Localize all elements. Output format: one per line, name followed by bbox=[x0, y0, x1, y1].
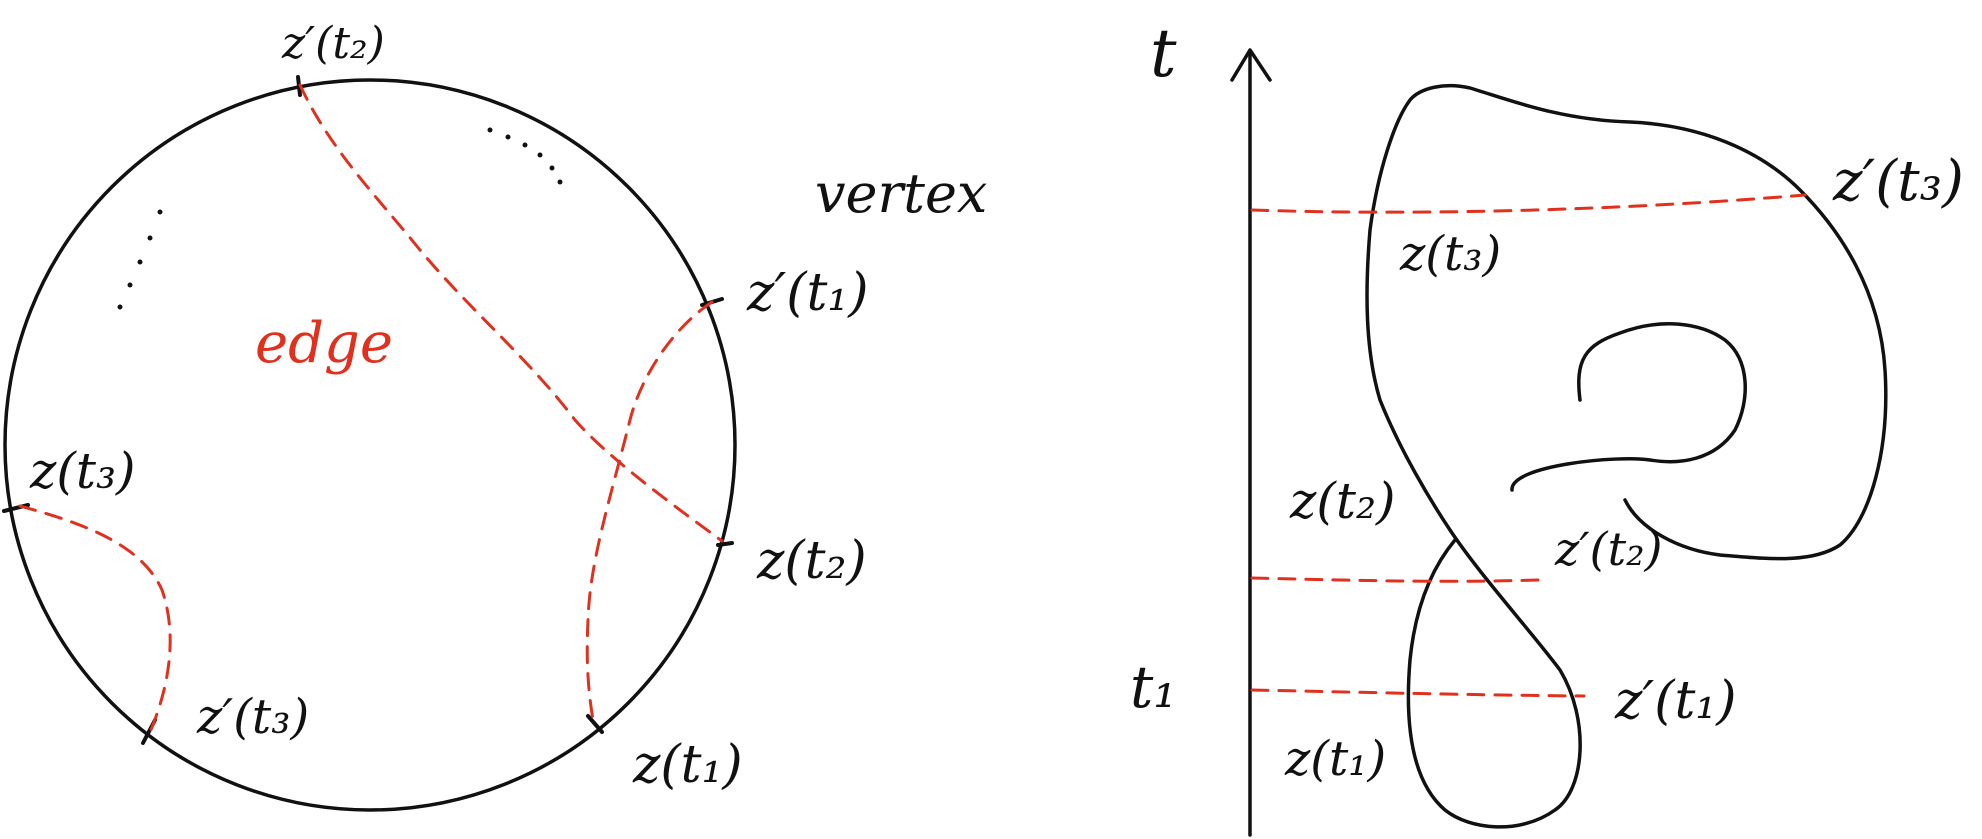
label-z-prime-t1: z′(t₁) bbox=[746, 263, 869, 323]
edge-chord-t1 bbox=[585, 300, 714, 722]
label-r-z-t1: z(t₁) bbox=[1284, 731, 1386, 787]
vertex-label: vertex bbox=[815, 162, 987, 225]
label-z-t2: z(t₂) bbox=[756, 531, 867, 591]
time-axis-arrowhead bbox=[1230, 48, 1272, 82]
disk-boundary bbox=[3, 78, 737, 812]
curve-inner-spiral bbox=[1510, 322, 1747, 492]
edge-label: edge bbox=[255, 311, 393, 376]
ellipsis-dots-left bbox=[117, 209, 163, 310]
edge-chord-t2 bbox=[298, 83, 724, 543]
label-z-t3: z(t₃) bbox=[29, 442, 136, 500]
label-r-z-t3: z(t₃) bbox=[1399, 226, 1501, 282]
label-r-z-t2: z(t₂) bbox=[1289, 472, 1396, 530]
label-z-prime-t3: z′(t₃) bbox=[196, 689, 309, 745]
tick-z-t2 bbox=[716, 541, 734, 547]
axis-label-t1: t₁ bbox=[1130, 653, 1177, 721]
label-r-z-prime-t2: z′(t₂) bbox=[1554, 522, 1663, 576]
curve-upper-loop bbox=[1365, 83, 1888, 561]
ellipsis-dots-top bbox=[487, 127, 563, 185]
tick-z-t1 bbox=[586, 714, 604, 734]
edge-chord-t3 bbox=[18, 504, 172, 734]
slice-t2 bbox=[1250, 576, 1540, 583]
curve-lower-stem bbox=[1406, 528, 1582, 829]
label-r-z-prime-t1: z′(t₁) bbox=[1614, 671, 1737, 731]
right-diagram: t t₁ z′(t₃) z(t₃) z(t₂) z′(t₂) z′(t₁) z(… bbox=[1130, 15, 1964, 837]
label-z-prime-t2: z′(t₂) bbox=[281, 18, 385, 69]
label-z-t1: z(t₁) bbox=[632, 735, 743, 795]
label-r-z-prime-t3: z′(t₃) bbox=[1832, 149, 1964, 214]
left-diagram: edge vertex z′(t₂) z′(t₁) z(t₃) z(t₂) z′… bbox=[2, 18, 987, 812]
axis-label-t: t bbox=[1150, 15, 1177, 92]
slice-t3 bbox=[1250, 193, 1807, 214]
slice-t1 bbox=[1250, 688, 1586, 698]
